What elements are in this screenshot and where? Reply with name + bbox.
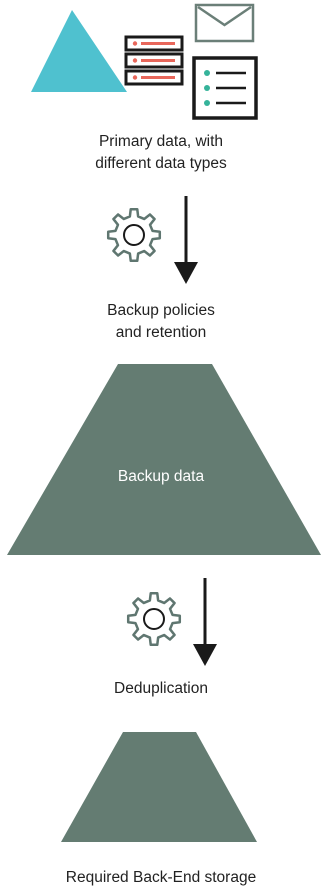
gear-icon <box>106 207 162 263</box>
primary-caption-line1: Primary data, with <box>98 133 224 150</box>
arrow-down-icon <box>193 578 217 666</box>
policies-caption: Backup policies and retention <box>0 300 322 344</box>
envelope-icon <box>194 3 255 43</box>
triangle-icon <box>31 10 127 92</box>
primary-caption-line2: different data types <box>95 155 227 172</box>
gear-hole <box>123 224 145 246</box>
gear-outline <box>126 591 182 647</box>
dedup-caption: Deduplication <box>114 680 208 697</box>
backup-data-trapezoid <box>7 364 321 555</box>
gear-icon <box>126 591 182 647</box>
required-storage-caption: Required Back-End storage <box>65 869 257 886</box>
gear-outline <box>106 207 162 263</box>
primary-data-caption: Primary data, with different data types <box>0 131 322 175</box>
arrow-down-icon <box>174 196 198 284</box>
policies-caption-line2: and retention <box>115 324 207 341</box>
gear-hole <box>143 608 165 630</box>
backup-data-label: Backup data <box>117 468 205 485</box>
policies-caption-line1: Backup policies <box>107 302 215 319</box>
document-list-icon <box>192 56 258 120</box>
primary-data-illustration <box>31 3 258 120</box>
required-storage-trapezoid <box>61 732 257 842</box>
server-stack-icon <box>124 35 184 86</box>
